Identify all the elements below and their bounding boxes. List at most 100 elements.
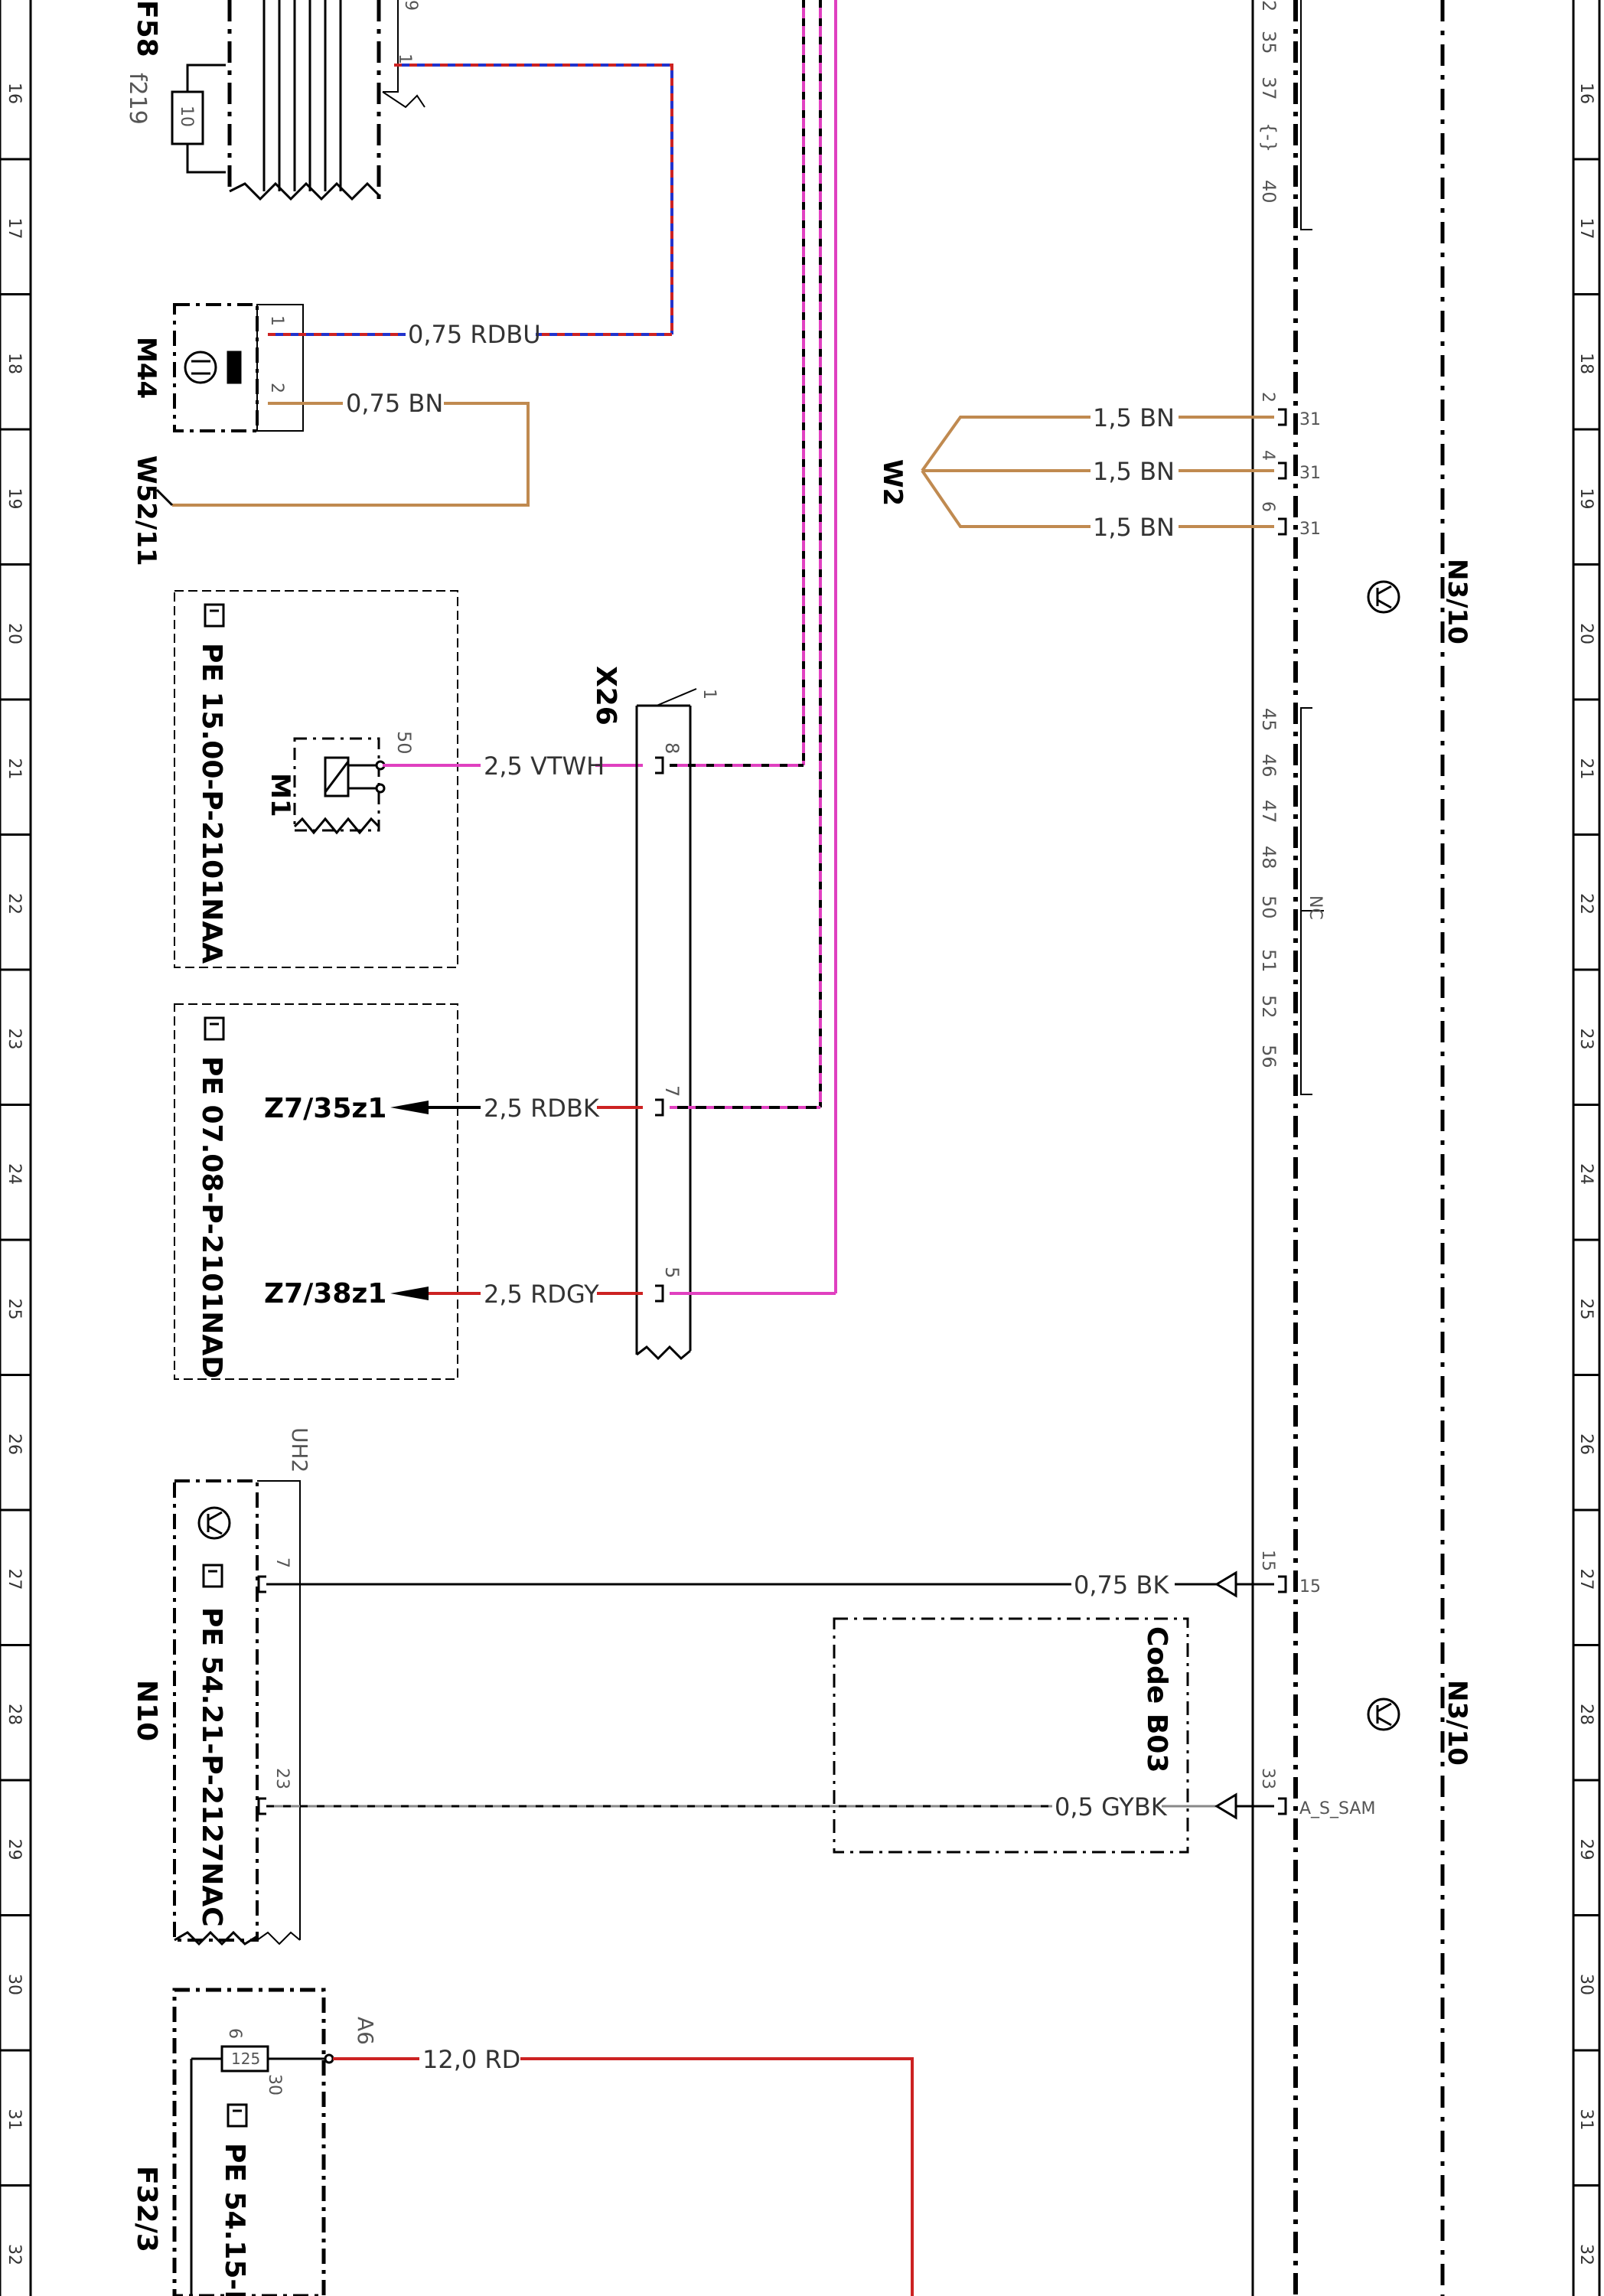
svg-text:47: 47 [1258,800,1280,823]
svg-text:f219: f219 [124,73,151,125]
svg-text:6: 6 [225,2028,244,2039]
ruler-number: 21 [1576,758,1596,780]
svg-text:Z7/35z1: Z7/35z1 [264,1093,386,1124]
svg-text:2: 2 [1258,392,1277,403]
ruler-number: 16 [1576,83,1596,104]
svg-text:PE 15.00-P-2101NAA: PE 15.00-P-2101NAA [196,643,227,964]
svg-text:2: 2 [267,383,286,393]
ruler-number: 32 [5,2244,24,2265]
svg-text:UH2: UH2 [287,1427,312,1473]
ruler-number: 20 [1576,623,1596,644]
svg-text:6: 6 [1258,501,1277,512]
ruler-number: 20 [5,623,24,644]
nc-label: NC [1306,895,1325,920]
svg-text:5: 5 [661,1267,683,1278]
svg-text:Code B03: Code B03 [1141,1626,1172,1773]
svg-text:56: 56 [1258,1045,1280,1068]
ruler-number: 27 [1576,1569,1596,1590]
ruler-number: 19 [1576,488,1596,510]
svg-text:0,75 RDBU: 0,75 RDBU [408,320,541,349]
wire-x26-7: 2,5 RDBK [429,1094,820,1123]
ruler-number: 26 [5,1433,24,1455]
ruler-number: 32 [1576,2244,1596,2265]
bus-lines [802,0,837,1293]
svg-text:A_S_SAM: A_S_SAM [1299,1799,1375,1818]
svg-text:A6: A6 [353,2017,378,2045]
svg-text:33: 33 [1258,1768,1277,1789]
svg-text:PE 54.15-P: PE 54.15-P [219,2143,250,2296]
f32-3-component: 125 6 30 A6 PE 54.15-P F32/3 [131,1988,378,2296]
svg-text:0,5 GYBK: 0,5 GYBK [1055,1792,1168,1821]
w52-11-label: W52/11 [131,455,161,566]
ruler-number: 24 [5,1163,24,1185]
svg-text:35: 35 [1258,31,1280,54]
ruler-number: 29 [5,1839,24,1861]
transistor-icon [1367,1698,1400,1731]
svg-text:48: 48 [1258,846,1280,869]
svg-text:10: 10 [177,106,196,127]
svg-text:X26: X26 [590,666,621,726]
m44-component: M44 1 2 [131,303,304,432]
wire-x26-8: 2,5 VTWH [383,752,804,781]
svg-text:4: 4 [1258,450,1277,461]
ruler-number: 18 [1576,353,1596,374]
svg-text:30: 30 [265,2074,284,2095]
svg-text:0,75 BN: 0,75 BN [346,389,443,418]
svg-text:51: 51 [1258,949,1280,973]
n3-mid-pin-group: 45 46 47 48 50 51 52 56 NC [1258,707,1325,1095]
svg-text:2,5 RDGY: 2,5 RDGY [484,1280,599,1309]
hand-pointer-icon [227,2103,248,2128]
svg-text:1,5 BN: 1,5 BN [1093,403,1175,432]
svg-text:46: 46 [1258,754,1280,778]
right-ruler [1572,0,1601,2296]
svg-text:15: 15 [1299,1577,1321,1596]
svg-text:F32/3: F32/3 [131,2166,162,2252]
ruler-number: 27 [5,1569,24,1590]
svg-text:8: 8 [661,742,683,754]
svg-text:31: 31 [1299,410,1321,429]
svg-text:M1: M1 [265,773,295,817]
svg-text:1,5 BN: 1,5 BN [1093,457,1175,486]
svg-text:12,0 RD: 12,0 RD [422,2045,520,2074]
n3-10-label-a: N3/10 [1442,559,1472,644]
ruler-number: 21 [5,758,24,780]
ruler-number: 30 [1576,1974,1596,1995]
relay-icon [324,756,386,797]
ruler-number: 31 [5,2109,24,2131]
svg-text:7: 7 [272,1557,292,1568]
ruler-number: 25 [5,1299,24,1320]
wire-x26-5: 2,5 RDGY [429,1280,836,1309]
svg-text:2,5 RDBK: 2,5 RDBK [484,1094,600,1123]
ruler-number: 23 [5,1029,24,1050]
hand-pointer-icon [204,1016,225,1041]
ruler-number: 30 [5,1974,24,1995]
ruler-number: 25 [1576,1299,1596,1320]
svg-text:37: 37 [1258,77,1280,100]
svg-text:0,75 BK: 0,75 BK [1074,1570,1169,1600]
svg-text:N10: N10 [131,1680,162,1741]
svg-text:W2: W2 [877,459,908,506]
n3-10-label-b: N3/10 [1442,1680,1472,1766]
svg-text:2: 2 [1258,0,1280,11]
n3-top-pin-group: 2 35 37 {-} 40 [1258,0,1312,230]
svg-text:45: 45 [1258,708,1280,732]
svg-text:125: 125 [231,2050,260,2068]
svg-text:31: 31 [1299,464,1321,483]
svg-text:1: 1 [699,689,719,700]
ruler-number: 22 [5,893,24,915]
pe-15-box: PE 15.00-P-2101NAA M1 50 [174,590,458,968]
ruler-number: 28 [5,1704,24,1725]
transistor-icon [197,1506,231,1540]
ruler-number: 17 [5,218,24,240]
svg-text:F58: F58 [131,0,162,57]
ruler-number: 31 [1576,2109,1596,2131]
motor-icon [184,351,242,384]
pe-07-box: PE 07.08-P-2101NAD Z7/35z1 Z7/38z1 [174,1003,458,1380]
svg-text:PE 07.08-P-2101NAD: PE 07.08-P-2101NAD [196,1056,227,1378]
svg-text:9: 9 [401,0,420,11]
ruler-number: 24 [1576,1163,1596,1185]
hand-pointer-icon [202,1564,223,1588]
ruler-number: 17 [1576,218,1596,240]
